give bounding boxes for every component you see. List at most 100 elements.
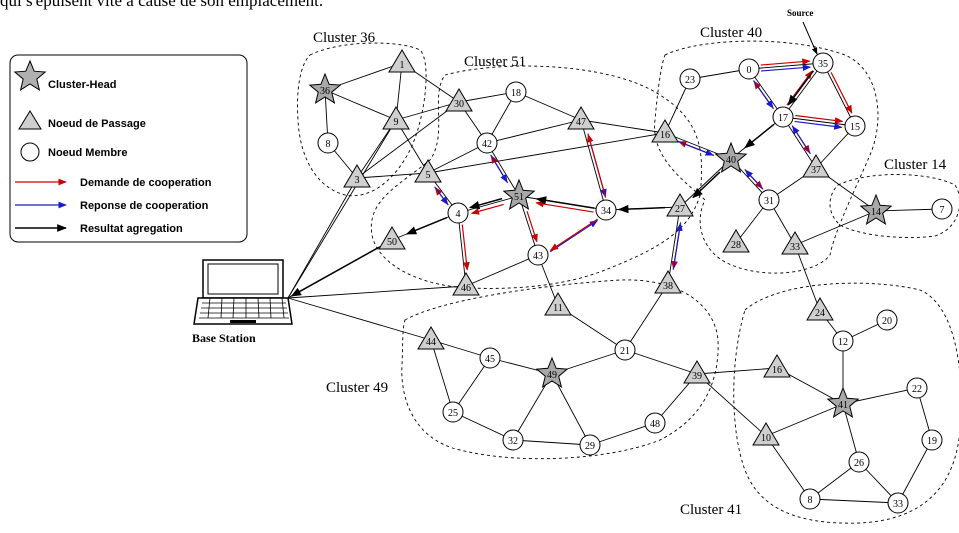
node-label: 46 bbox=[461, 283, 471, 294]
node-label: 44 bbox=[426, 337, 436, 348]
node-label: 49 bbox=[547, 370, 557, 381]
flow-arrows bbox=[291, 61, 851, 296]
passage-node-11: 11 bbox=[545, 293, 571, 315]
passage-node-28: 28 bbox=[723, 230, 749, 252]
member-node-8b: 8 bbox=[800, 489, 820, 509]
node-label: 51 bbox=[514, 192, 524, 203]
passage-node-3: 3 bbox=[344, 165, 370, 187]
passage-node-33: 33 bbox=[782, 232, 808, 254]
network-edge bbox=[466, 255, 538, 286]
node-label: 38 bbox=[663, 281, 673, 292]
member-node-26: 26 bbox=[849, 452, 869, 472]
node-label: 34 bbox=[601, 206, 611, 217]
response-arrow bbox=[435, 187, 448, 205]
member-node-4: 4 bbox=[448, 203, 468, 223]
member-node-29: 29 bbox=[580, 435, 600, 455]
base-station-link bbox=[288, 286, 466, 298]
member-node-17: 17 bbox=[773, 107, 793, 127]
node-label: 48 bbox=[650, 419, 660, 430]
network-edge bbox=[428, 133, 665, 173]
node-label: 45 bbox=[485, 354, 495, 365]
passage-node-27: 27 bbox=[667, 194, 693, 216]
node-label: 27 bbox=[675, 204, 685, 215]
result-arrow bbox=[788, 71, 813, 105]
member-node-0: 0 bbox=[739, 59, 759, 79]
source-marker: Source bbox=[787, 8, 817, 54]
request-arrow bbox=[795, 116, 842, 122]
cluster-label: Cluster 36 bbox=[313, 30, 376, 46]
legend-box bbox=[10, 55, 247, 242]
cluster-head-36: 36 bbox=[310, 74, 340, 103]
node-label: 1 bbox=[400, 60, 405, 71]
source-label: Source bbox=[787, 8, 813, 18]
node-label: 3 bbox=[355, 175, 360, 186]
member-node-19: 19 bbox=[922, 430, 942, 450]
response-arrow bbox=[678, 141, 713, 155]
base-station-link bbox=[288, 298, 431, 340]
member-node-45: 45 bbox=[480, 348, 500, 368]
cluster-label: Cluster 40 bbox=[700, 25, 762, 41]
legend-coop-request: Demande de cooperation bbox=[80, 177, 212, 189]
header-text: qui s'épuisent vite à cause de son empla… bbox=[0, 0, 323, 11]
member-node-20: 20 bbox=[877, 310, 897, 330]
node-label: 33 bbox=[893, 499, 903, 510]
member-node-22: 22 bbox=[907, 378, 927, 398]
passage-node-16b: 16 bbox=[764, 355, 790, 377]
passage-node-1: 1 bbox=[389, 50, 415, 72]
network-edge bbox=[668, 207, 680, 284]
network-edge bbox=[581, 120, 606, 210]
member-node-48: 48 bbox=[645, 413, 665, 433]
node-label: 16 bbox=[772, 365, 782, 376]
member-node-12: 12 bbox=[833, 331, 853, 351]
node-label: 26 bbox=[854, 458, 864, 469]
network-edge bbox=[625, 284, 668, 350]
response-arrow bbox=[793, 126, 811, 153]
passage-node-47: 47 bbox=[568, 107, 594, 129]
member-node-33b: 33 bbox=[888, 493, 908, 513]
legend: Cluster-Head Noeud de Passage Noeud Memb… bbox=[10, 55, 247, 242]
node-label: 43 bbox=[533, 251, 543, 262]
node-label: 5 bbox=[426, 170, 431, 181]
network-edge bbox=[625, 350, 697, 374]
passage-node-5: 5 bbox=[415, 160, 441, 182]
response-arrow bbox=[795, 121, 842, 127]
node-label: 7 bbox=[940, 205, 945, 216]
request-arrow bbox=[787, 71, 812, 105]
result-arrow bbox=[693, 172, 720, 197]
network-edge bbox=[513, 440, 590, 445]
node-label: 11 bbox=[553, 303, 563, 314]
network-edge bbox=[325, 90, 396, 120]
node-label: 39 bbox=[692, 371, 702, 382]
network-edge bbox=[516, 92, 581, 120]
network-edge bbox=[810, 499, 898, 503]
laptop-icon bbox=[194, 260, 292, 324]
node-label: 35 bbox=[818, 59, 828, 70]
node-label: 16 bbox=[660, 130, 670, 141]
node-label: 32 bbox=[508, 436, 518, 447]
legend-passage-node: Noeud de Passage bbox=[48, 118, 146, 130]
source-arrow bbox=[803, 22, 817, 54]
member-node-34: 34 bbox=[596, 200, 616, 220]
node-label: 25 bbox=[448, 408, 458, 419]
node-label: 36 bbox=[320, 86, 330, 97]
cluster-head-51: 51 bbox=[504, 180, 534, 209]
passage-node-46: 46 bbox=[453, 273, 479, 295]
network-edge bbox=[581, 120, 665, 133]
node-label: 8 bbox=[808, 495, 813, 506]
node-label: 42 bbox=[482, 139, 492, 150]
request-arrow bbox=[831, 72, 852, 113]
cluster-label: Cluster 49 bbox=[326, 380, 388, 396]
request-arrow bbox=[536, 203, 593, 212]
member-node-icon bbox=[21, 143, 39, 161]
node-label: 29 bbox=[585, 441, 595, 452]
node-label: 15 bbox=[850, 122, 860, 133]
node-label: 19 bbox=[927, 436, 937, 447]
node-label: 10 bbox=[761, 433, 771, 444]
node-label: 17 bbox=[778, 113, 788, 124]
network-edge bbox=[823, 63, 855, 126]
node-label: 50 bbox=[387, 237, 397, 248]
node-label: 31 bbox=[764, 196, 774, 207]
node-label: 28 bbox=[731, 240, 741, 251]
node-label: 47 bbox=[576, 117, 586, 128]
